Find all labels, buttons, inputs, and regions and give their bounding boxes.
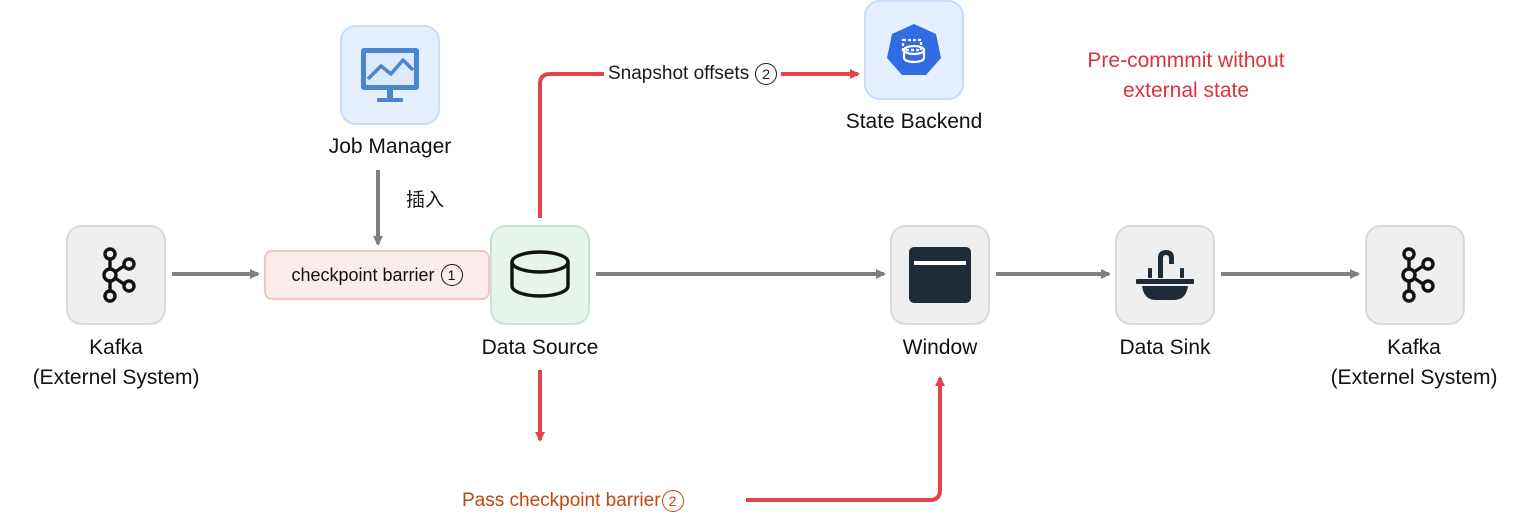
- data-sink-node[interactable]: [1115, 225, 1215, 325]
- checkpoint-barrier-text: checkpoint barrier: [291, 264, 435, 285]
- kafka-target-node[interactable]: [1365, 225, 1465, 325]
- kafka-source-node[interactable]: [66, 225, 166, 325]
- arrow-pass-to-window: [746, 376, 945, 502]
- window-node[interactable]: [890, 225, 990, 325]
- insert-label: 插入: [406, 190, 445, 211]
- kafka-icon: [1401, 247, 1435, 303]
- state-backend-node[interactable]: [864, 0, 964, 100]
- window-icon: [909, 247, 971, 303]
- step-badge-1: 1: [440, 264, 463, 286]
- window-label: Window: [902, 336, 978, 359]
- state-backend-label: State Backend: [845, 110, 983, 133]
- snapshot-offsets-label: Snapshot offsets 2: [604, 59, 782, 89]
- job-manager-node[interactable]: [340, 25, 440, 125]
- step-badge-2-snapshot: 2: [755, 63, 778, 85]
- storage-hexagon-icon: [887, 24, 941, 75]
- job-manager-label: Job Manager: [328, 135, 452, 158]
- kafka-icon: [102, 247, 136, 303]
- snapshot-offsets-text: Snapshot offsets: [608, 63, 750, 84]
- kafka-source-label: Kafka (Externel System): [32, 336, 200, 389]
- data-source-label: Data Source: [481, 336, 599, 359]
- sink-icon: [1136, 250, 1194, 300]
- pass-checkpoint-barrier-label: Pass checkpoint barrier 2: [462, 486, 684, 516]
- database-icon: [510, 250, 570, 298]
- data-sink-label: Data Sink: [1119, 336, 1211, 359]
- data-source-node[interactable]: [490, 225, 590, 325]
- arrow-snapshot-to-state-backend: [538, 69, 860, 218]
- kafka-target-label: Kafka (Externel System): [1330, 336, 1498, 389]
- precommit-note: Pre-commmit without external state: [1087, 49, 1285, 102]
- step-badge-2-pass: 2: [661, 490, 684, 512]
- checkpoint-barrier-box[interactable]: checkpoint barrier 1: [264, 250, 490, 300]
- monitor-chart-icon: [361, 48, 419, 102]
- pass-checkpoint-barrier-text: Pass checkpoint barrier: [462, 490, 661, 511]
